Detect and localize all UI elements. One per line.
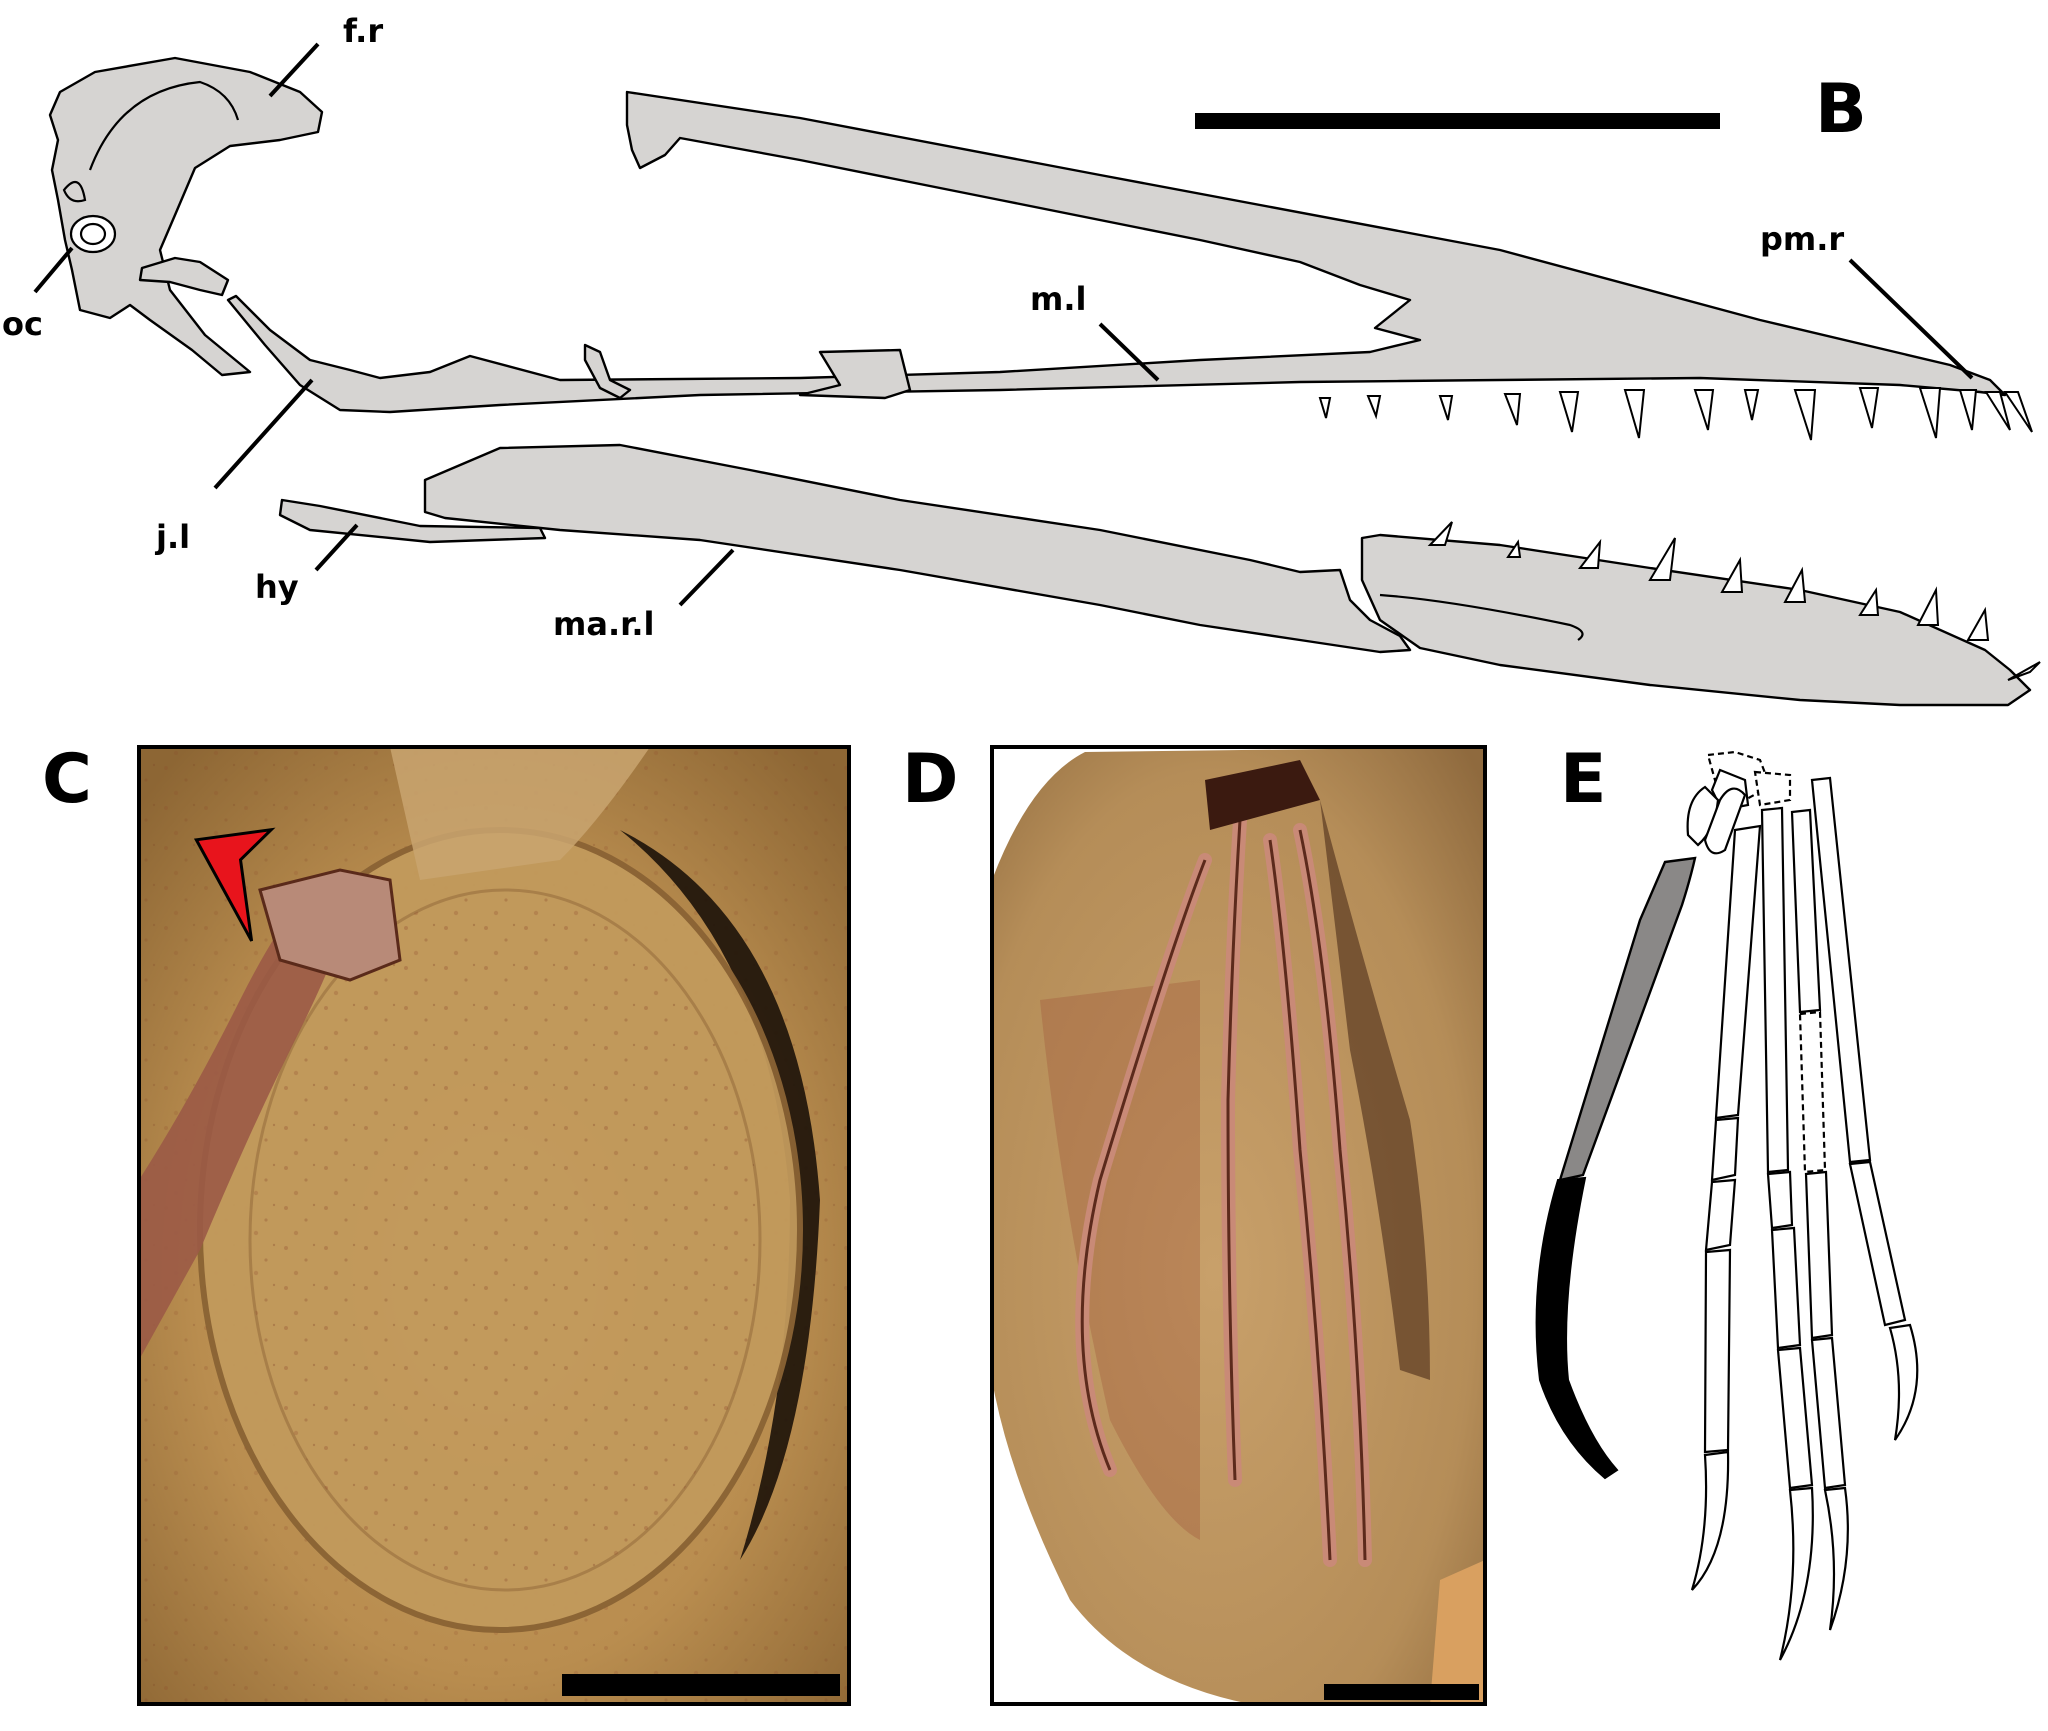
panel-label-e: E: [1560, 740, 1606, 819]
panel-c-photo: [137, 745, 851, 1706]
panel-e-hand-drawing: [1535, 750, 1919, 1661]
label-mal: ma.r.l: [553, 605, 654, 643]
label-fr: f.r: [343, 12, 383, 50]
cranium-bone: [48, 56, 324, 377]
panel-label-d: D: [902, 740, 958, 819]
scale-bar-d: [1324, 1684, 1479, 1700]
label-hy: hy: [255, 568, 299, 606]
panel-label-c: C: [42, 740, 92, 819]
label-pmr: pm.r: [1760, 220, 1844, 258]
panel-d-photo: [990, 745, 1487, 1706]
digit-one-claw-black: [1535, 1176, 1619, 1480]
lower-teeth: [1427, 521, 2041, 681]
panel-b-skull-drawing: [33, 42, 2041, 707]
label-ml: m.l: [1030, 280, 1086, 318]
label-oc: oc: [2, 305, 43, 343]
mandible-rear-bone: [423, 443, 1412, 654]
hyoid-bone: [278, 498, 547, 544]
scale-bar-b: [1195, 113, 1720, 129]
red-arrow-icon: [193, 827, 276, 942]
label-jl: j.l: [154, 518, 190, 556]
rostrum-bone: [226, 90, 2007, 414]
upper-teeth: [1318, 387, 2033, 441]
digit-one-grey: [1558, 856, 1697, 1182]
mandible-front-bone: [1360, 533, 2032, 707]
scale-bar-c: [562, 1674, 840, 1696]
panel-label-b: B: [1815, 70, 1867, 149]
